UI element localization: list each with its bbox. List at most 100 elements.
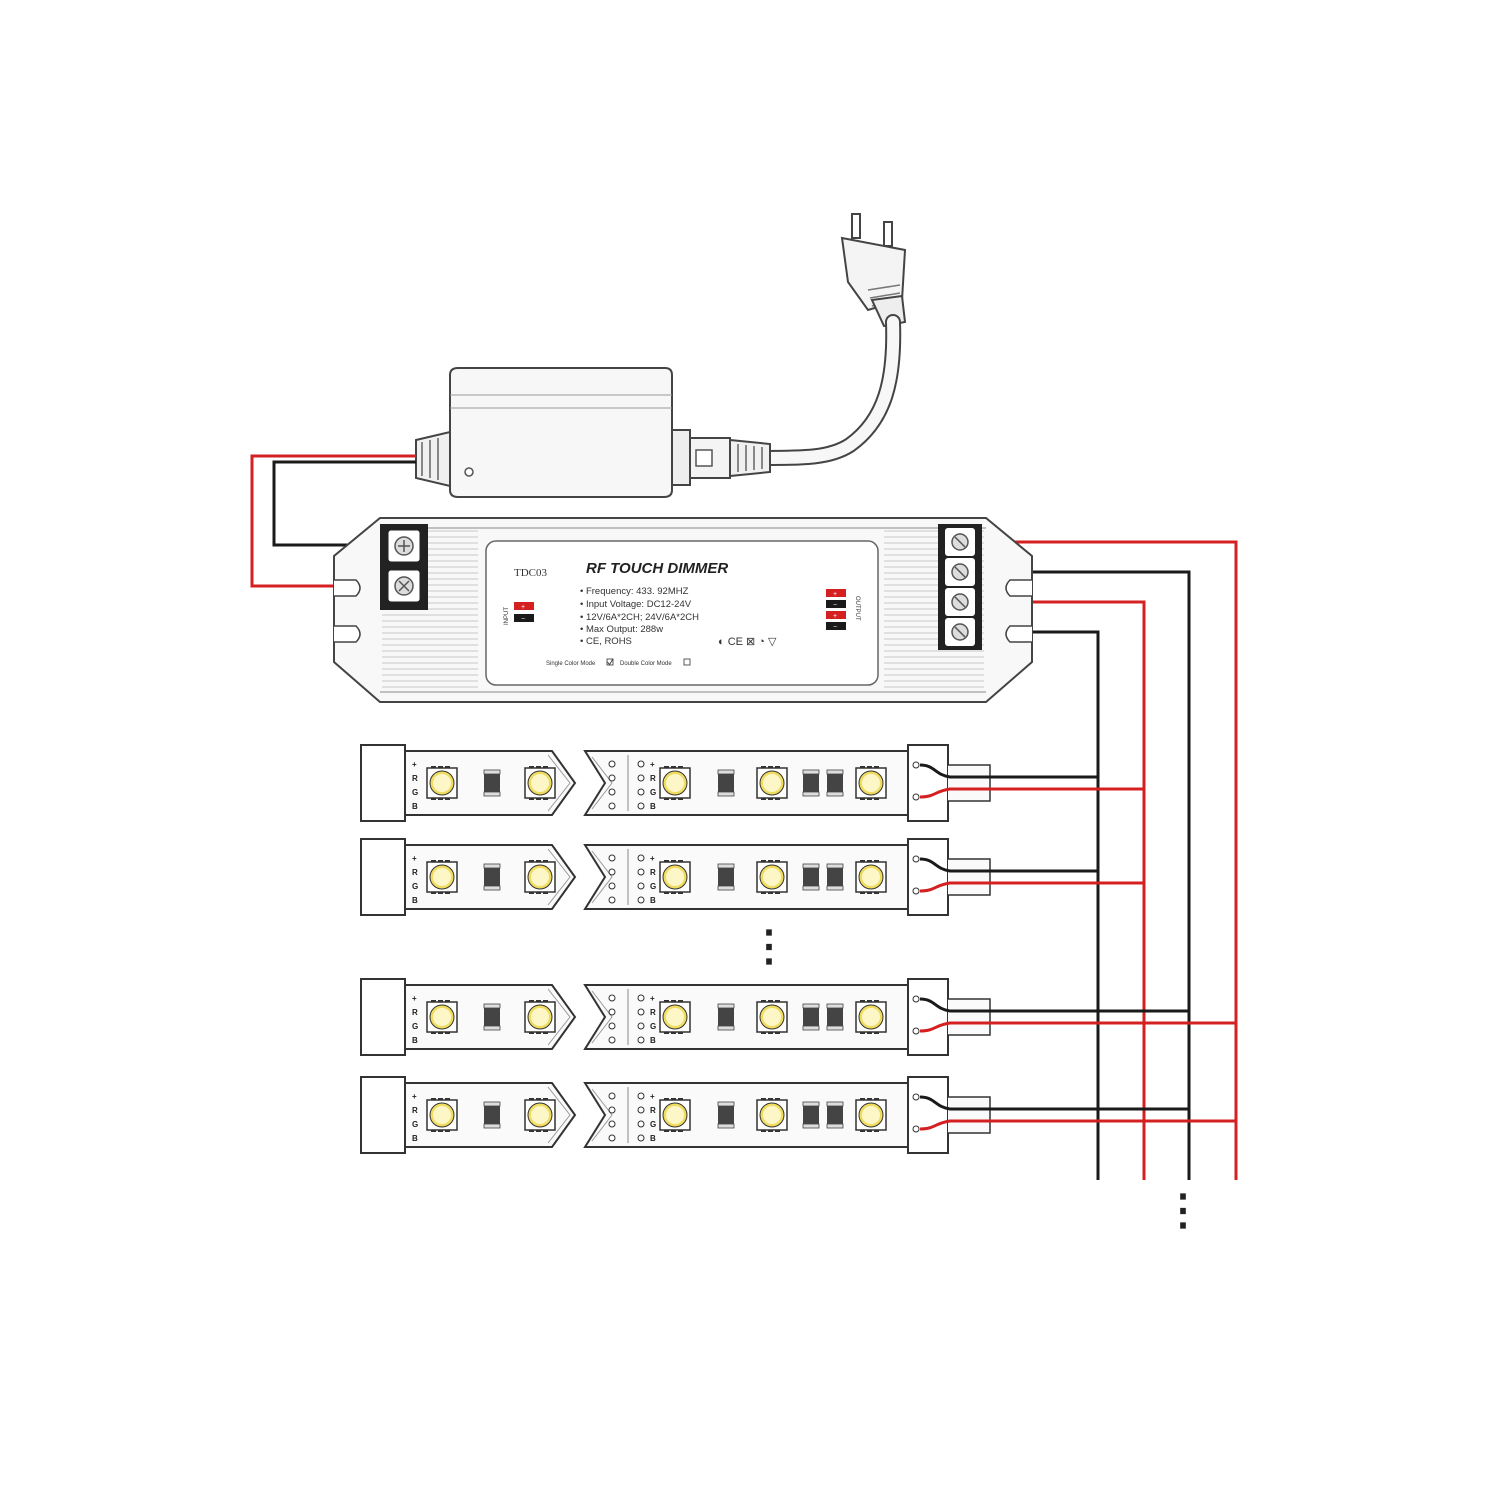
strip-positive-lead [919, 881, 1144, 893]
strip-positive-lead [919, 1119, 1236, 1131]
input-minus-sign: − [521, 616, 525, 623]
strip-pin-label: G [650, 1022, 656, 1031]
strip-pin-label: + [650, 1092, 655, 1101]
spec-current: • 12V/6A*2CH; 24V/6A*2CH [580, 612, 699, 623]
resistor-icon [717, 863, 735, 891]
led-chip-icon [524, 860, 556, 894]
output-label: OUTPUT [854, 596, 860, 621]
strip-pin-label: R [650, 1008, 656, 1017]
strip-pin-label: B [412, 1134, 418, 1143]
led-chip-icon [426, 860, 458, 894]
strip-pin-label: R [650, 1106, 656, 1115]
strip-negative-lead [919, 1095, 1189, 1111]
led-chip-icon [855, 1098, 887, 1132]
resistor-icon [483, 863, 501, 891]
power-adapter-icon [415, 367, 771, 498]
led-chip-icon [756, 1000, 788, 1034]
led-strip: +RGB+RGB [360, 1076, 1236, 1154]
led-strip: +RGB+RGB [360, 978, 1236, 1056]
led-chip-icon [659, 1098, 691, 1132]
strip-pin-label: G [650, 882, 656, 891]
strip-negative-lead [919, 997, 1189, 1013]
output-plus-sign-1: + [833, 591, 837, 598]
resistor-icon [826, 1003, 844, 1031]
strip-pin-label: + [650, 994, 655, 1003]
strip-positive-lead [919, 787, 1144, 799]
resistor-icon [802, 863, 820, 891]
strip-negative-lead [919, 763, 1098, 779]
spec-max-output: • Max Output: 288w [580, 624, 663, 635]
strip-pin-label: R [412, 774, 418, 783]
output-terminal-block [938, 524, 982, 650]
input-label: INPUT [504, 607, 510, 625]
led-strip-list: +RGB+RGB+RGB+RGB+RGB+RGB+RGB+RGB [360, 744, 1236, 1154]
led-strip: +RGB+RGB [360, 838, 1144, 916]
screw-terminal-icon [394, 536, 414, 596]
resistor-icon [717, 769, 735, 797]
strip-pin-label: G [412, 882, 418, 891]
led-chip-icon [659, 766, 691, 800]
more-strips-indicator: ⋮ [748, 922, 790, 969]
dimmer-model: TDC03 [514, 567, 548, 579]
rf-touch-dimmer [333, 517, 1033, 703]
strip-pin-label: R [650, 868, 656, 877]
spec-certifications: • CE, ROHS [580, 636, 632, 647]
resistor-icon [717, 1003, 735, 1031]
mode-double-checkbox [683, 658, 691, 666]
led-chip-icon [855, 766, 887, 800]
led-chip-icon [756, 766, 788, 800]
strip-pin-label: G [650, 1120, 656, 1129]
resistor-icon [826, 1101, 844, 1129]
output-minus-sign-2: − [833, 624, 837, 631]
resistor-icon [826, 769, 844, 797]
dimmer-title: RF TOUCH DIMMER [586, 560, 728, 577]
dimmer-spec-list: • Frequency: 433. 92MHZ • Input Voltage:… [580, 586, 699, 647]
strip-pin-label: B [650, 802, 656, 811]
strip-pin-label: B [650, 1134, 656, 1143]
led-chip-icon [855, 860, 887, 894]
led-chip-icon [524, 1000, 556, 1034]
led-chip-icon [524, 1098, 556, 1132]
spec-input-voltage: • Input Voltage: DC12-24V [580, 599, 692, 610]
led-chip-icon [756, 1098, 788, 1132]
strip-pin-label: + [650, 760, 655, 769]
output-plus-sign-2: + [833, 613, 837, 620]
led-chip-icon [659, 1000, 691, 1034]
strip-pin-label: R [412, 1008, 418, 1017]
more-wiring-indicator: ⋮ [1162, 1186, 1204, 1233]
resistor-icon [802, 1003, 820, 1031]
strip-pin-label: G [412, 1120, 418, 1129]
resistor-icon [483, 1003, 501, 1031]
strip-negative-lead [919, 857, 1098, 873]
resistor-icon [717, 1101, 735, 1129]
strip-pin-label: + [412, 994, 417, 1003]
resistor-icon [802, 1101, 820, 1129]
led-chip-icon [659, 860, 691, 894]
led-chip-icon [426, 766, 458, 800]
strip-pin-label: B [412, 802, 418, 811]
strip-pin-label: R [650, 774, 656, 783]
led-chip-icon [426, 1098, 458, 1132]
ac-power-cord [752, 314, 902, 466]
strip-pin-label: G [412, 1022, 418, 1031]
resistor-icon [802, 769, 820, 797]
spec-frequency: • Frequency: 433. 92MHZ [580, 586, 689, 597]
strip-pin-label: R [412, 868, 418, 877]
resistor-icon [483, 1101, 501, 1129]
strip-pin-label: + [650, 854, 655, 863]
input-plus-sign: + [521, 604, 525, 611]
mode-single-checkbox [606, 658, 614, 666]
strip-pin-label: B [412, 896, 418, 905]
adapter-positive-wire [250, 454, 416, 588]
led-chip-icon [855, 1000, 887, 1034]
strip-pin-label: G [650, 788, 656, 797]
led-chip-icon [756, 860, 788, 894]
led-chip-icon [426, 1000, 458, 1034]
power-plug-icon [840, 213, 907, 328]
adapter-negative-wire [272, 460, 416, 547]
strip-pin-label: + [412, 1092, 417, 1101]
led-chip-icon [524, 766, 556, 800]
mode-single-label: Single Color Mode [546, 661, 596, 667]
strip-pin-label: B [650, 1036, 656, 1045]
